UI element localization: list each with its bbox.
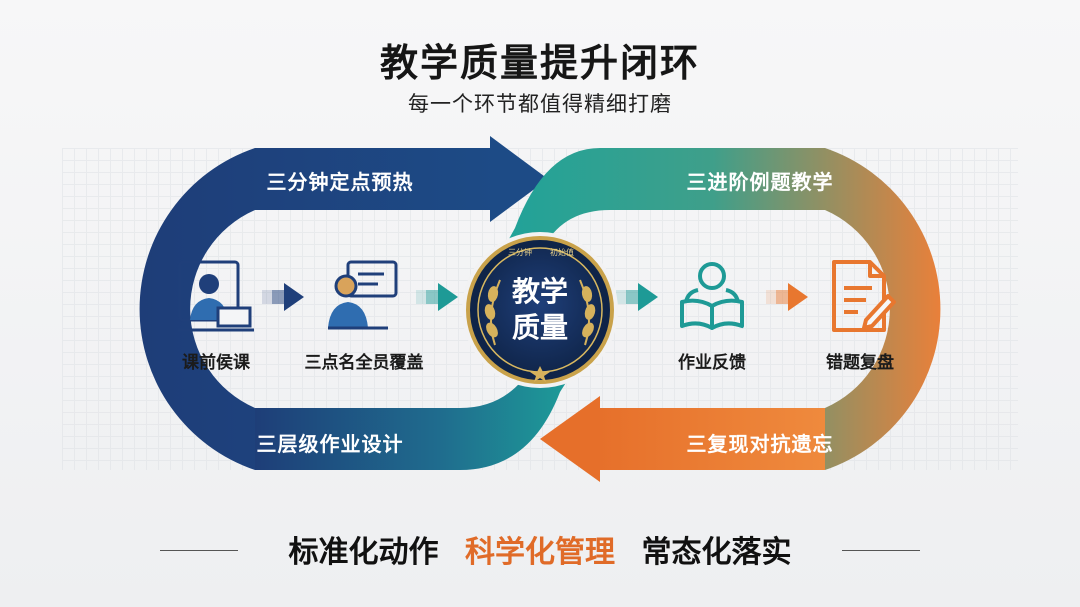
right-bottom-band [590,408,825,470]
node-label-2: 三点名全员覆盖 [304,353,424,373]
badge-ring-right: 初始值 [550,248,574,257]
loop-label-top-right: 三进阶例题教学 [686,170,834,194]
reader-with-book-icon [680,262,744,330]
footer-slogan: 标准化动作 科学化管理 常态化落实 [0,527,1080,571]
soft-arrow-4 [766,283,808,311]
left-bottom-band-body [255,345,590,470]
teacher-at-laptop-icon [178,260,254,332]
page-subtitle: 每一个环节都值得精细打磨 [408,92,672,116]
loop-label-bottom-right: 三复现对抗遗忘 [686,432,834,456]
node-label-4: 错题复盘 [826,353,894,373]
footer-line-left [160,550,238,551]
document-review-icon [832,260,896,332]
node-label-3: 作业反馈 [678,353,746,373]
footer-right: 常态化落实 [641,535,792,570]
badge-line-1: 教学 [511,275,568,308]
footer-left: 标准化动作 [288,535,439,570]
footer-middle: 科学化管理 [465,535,615,570]
loop-label-top-left: 三分钟定点预热 [266,170,414,194]
center-badge [462,232,618,388]
footer-line-right [842,550,920,551]
left-top-arrowhead [490,136,548,222]
teacher-with-speech-bubble-icon [328,260,398,330]
page-title: 教学质量提升闭环 [379,41,700,85]
node-label-1: 课前侯课 [182,353,250,373]
left-top-band [139,148,500,470]
badge-ring-left: 三分钟 [508,248,532,257]
right-bottom-arrowhead [540,396,600,482]
footer-banner: 标准化动作 科学化管理 常态化落实 [0,513,1080,589]
loop-label-bottom-left: 三层级作业设计 [256,432,404,456]
soft-arrow-1 [262,283,304,311]
soft-arrow-2 [416,283,458,311]
soft-arrow-3 [616,283,658,311]
badge-line-2: 质量 [511,311,568,344]
